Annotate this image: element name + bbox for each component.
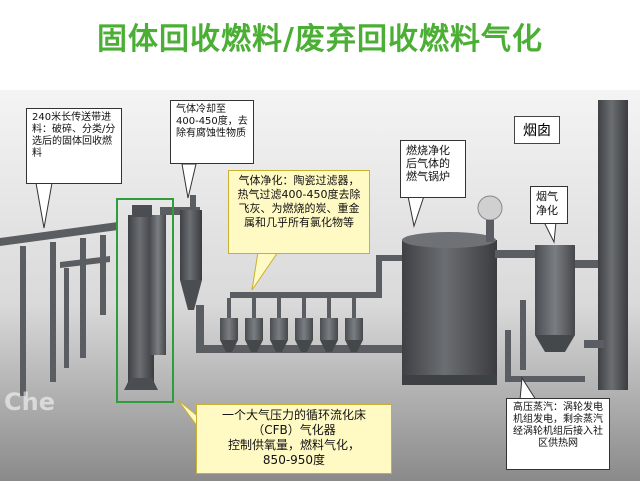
ceramic-filter (320, 298, 338, 352)
ceramic-filter (345, 298, 363, 352)
boiler-callout: 燃烧净化后气体的燃气锅炉 (400, 140, 466, 198)
ceramic-filter-row (220, 298, 363, 352)
cooling-callout: 气体冷却至400-450度，去除有腐蚀性物质 (170, 100, 254, 164)
steam-callout: 高压蒸汽：涡轮发电机组发电，剩余蒸汽经涡轮机组后接入社区供热网 (506, 398, 610, 470)
ceramic-filter (220, 298, 238, 352)
gas-cooler-cyclone (180, 195, 202, 310)
ceramic-filter (270, 298, 288, 352)
gasifier-highlight (116, 198, 174, 403)
chimney-label: 烟囱 (514, 116, 560, 144)
gasifier-callout: 一个大气压力的循环流化床（CFB）气化器 控制供氧量，燃料气化， 850-950… (196, 404, 392, 474)
gas-boiler (402, 195, 503, 385)
chimney (584, 100, 628, 390)
flue-gas-cleaner (535, 245, 605, 352)
flue-pipe (495, 250, 585, 382)
ceramic-filter (295, 298, 313, 352)
ceramic-filter (245, 298, 263, 352)
conveyor-belt (0, 222, 118, 396)
watermark-text: Che (4, 388, 55, 416)
page-title: 固体回收燃料/废弃回收燃料气化 (97, 22, 543, 57)
conveyor-callout: 240米长传送带进料：破碎、分类/分选后的固体回收燃料 (26, 108, 122, 184)
flue-gas-callout: 烟气净化 (530, 186, 568, 224)
purification-callout: 气体净化：陶瓷过滤器，热气过滤400-450度去除飞灰、为燃烧的炭、重金属和几乎… (228, 170, 370, 254)
